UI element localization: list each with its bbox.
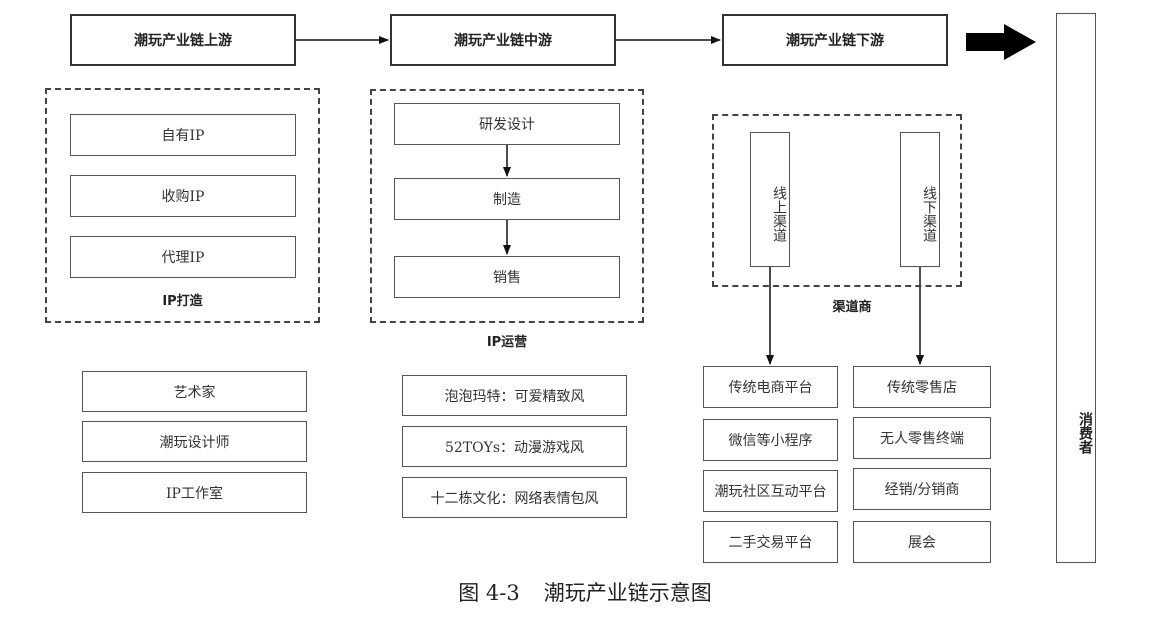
- offline-item-unmanned: 无人零售终端: [853, 417, 991, 459]
- big-arrow-to-consumer: [966, 24, 1036, 60]
- example-12dong: 十二栋文化：网络表情包风: [402, 477, 627, 518]
- offline-item-exhibition: 展会: [853, 521, 991, 563]
- licensed-ip-box: 代理IP: [70, 236, 296, 278]
- online-item-miniprogram: 微信等小程序: [703, 419, 838, 461]
- step-design: 研发设计: [394, 103, 620, 145]
- acquired-ip-box: 收购IP: [70, 175, 296, 217]
- ip-creation-label: IP打造: [162, 294, 203, 309]
- figure-title: 潮玩产业链示意图: [543, 581, 712, 605]
- figure-number: 图 4-3: [458, 581, 520, 605]
- header-upstream: 潮玩产业链上游: [70, 14, 296, 66]
- offline-item-distributor: 经销/分销商: [853, 468, 991, 510]
- online-item-community: 潮玩社区互动平台: [703, 470, 838, 512]
- offline-channel-box: 线下渠道: [900, 132, 940, 267]
- creator-artist: 艺术家: [82, 371, 307, 412]
- creator-studio: IP工作室: [82, 472, 307, 513]
- header-downstream: 潮玩产业链下游: [722, 14, 948, 66]
- figure-caption: 图 4-3 潮玩产业链示意图: [0, 577, 1170, 607]
- consumer-box: 消费者: [1056, 13, 1096, 563]
- creator-designer: 潮玩设计师: [82, 421, 307, 462]
- step-manufacture: 制造: [394, 178, 620, 220]
- online-item-ecommerce: 传统电商平台: [703, 366, 838, 408]
- header-midstream: 潮玩产业链中游: [390, 14, 616, 66]
- example-52toys: 52TOYs：动漫游戏风: [402, 426, 627, 467]
- step-sales: 销售: [394, 256, 620, 298]
- ip-operation-group: [370, 89, 644, 323]
- channel-group: [712, 114, 962, 287]
- online-channel-box: 线上渠道: [750, 132, 790, 267]
- ip-operation-label: IP运营: [486, 335, 528, 350]
- ip-creation-group: [45, 88, 320, 323]
- channel-group-label: 渠道商: [832, 300, 872, 315]
- example-popmart: 泡泡玛特：可爱精致风: [402, 375, 627, 416]
- owned-ip-box: 自有IP: [70, 114, 296, 156]
- online-item-secondhand: 二手交易平台: [703, 521, 838, 563]
- offline-item-retail: 传统零售店: [853, 366, 991, 408]
